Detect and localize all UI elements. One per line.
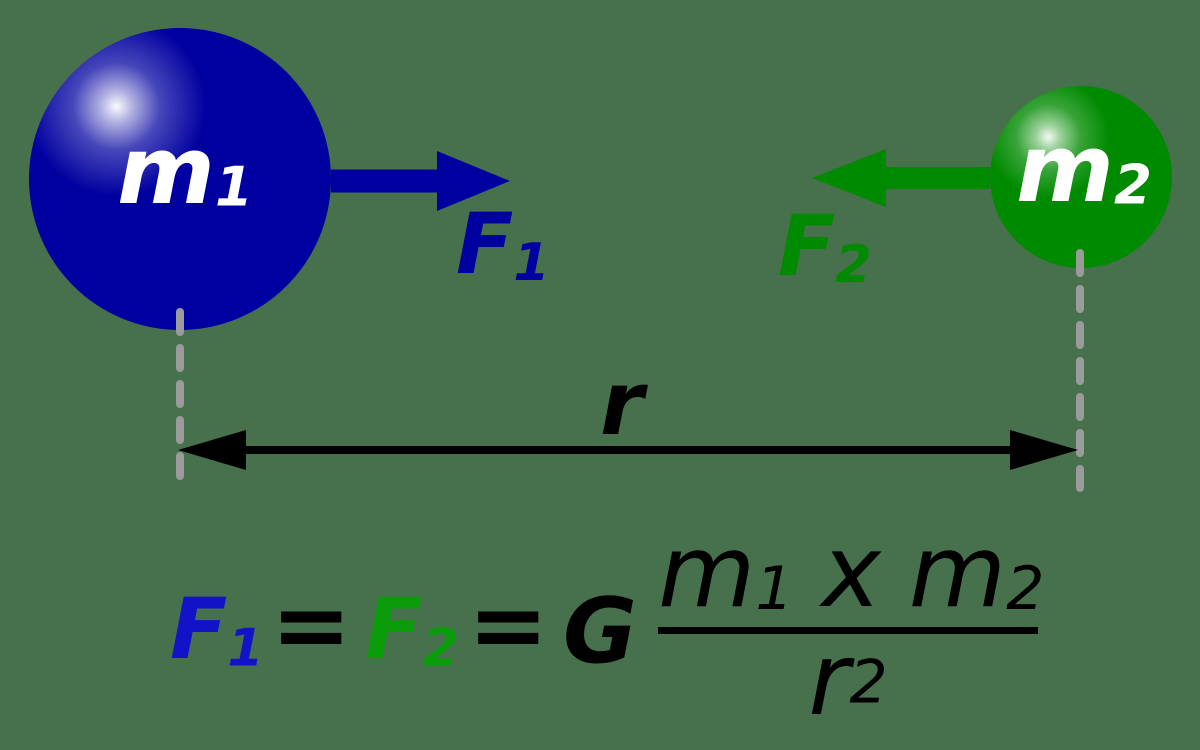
numerator-mass1-base: m [658, 513, 756, 630]
denominator-distance-base: r [808, 621, 850, 738]
formula-force1: F1 [170, 587, 264, 674]
formula-force2: F2 [365, 587, 459, 674]
formula-force2-base: F [365, 580, 423, 678]
mass2-sphere [990, 86, 1172, 268]
distance-arrowhead-left [178, 430, 246, 470]
numerator-mass2-subscript: 2 [1006, 554, 1045, 624]
mass1-label-subscript: 1 [214, 154, 253, 219]
formula-equals-1: = [271, 569, 352, 681]
mass2-label-base: m [1016, 115, 1114, 224]
formula-force1-base: F [170, 580, 228, 678]
numerator-mass2-base: m [908, 513, 1007, 630]
force2-label: F2 [778, 204, 872, 291]
formula-equals-2: = [468, 569, 549, 681]
mass2-label: m2 [1016, 123, 1152, 217]
formula-fraction-denominator: r2 [658, 630, 1038, 730]
force2-arrow [812, 149, 990, 207]
mass2-label-subscript: 2 [1113, 152, 1152, 217]
formula-fraction-bar [658, 627, 1038, 634]
force1-arrow [331, 151, 510, 211]
formula-force1-subscript: 1 [227, 618, 264, 679]
force2-label-subscript: 2 [835, 234, 872, 295]
force2-label-base: F [778, 197, 836, 295]
force2-arrowhead [812, 149, 886, 207]
distance-arrowhead-right [1010, 430, 1078, 470]
formula-gravitational-constant: G [563, 579, 637, 684]
distance-label: r [600, 352, 644, 455]
formula-force2-subscript: 2 [422, 618, 459, 679]
force1-label-subscript: 1 [513, 232, 550, 293]
force1-label: F1 [456, 202, 550, 289]
mass1-sphere [29, 28, 331, 330]
force1-label-base: F [456, 195, 514, 293]
denominator-square-superscript: 2 [849, 647, 888, 718]
distance-arrow [178, 430, 1078, 470]
mass1-label-base: m [117, 117, 215, 226]
force1-arrowhead [437, 151, 510, 211]
mass1-label: m1 [117, 125, 253, 219]
numerator-multiply-operator: x [821, 513, 881, 630]
numerator-mass1-subscript: 1 [755, 554, 794, 624]
